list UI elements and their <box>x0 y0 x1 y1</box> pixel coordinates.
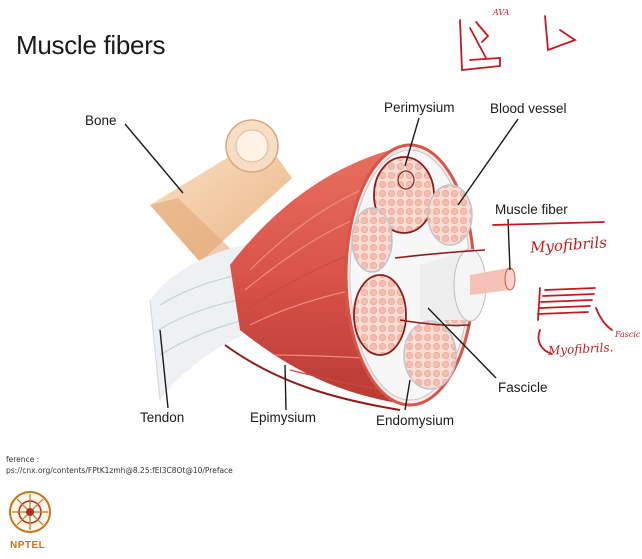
label-muscle-fiber: Muscle fiber <box>495 202 568 217</box>
handwritten-corner-note: AVA <box>493 8 509 17</box>
label-perimysium: Perimysium <box>384 100 455 115</box>
label-bone: Bone <box>85 113 117 128</box>
label-tendon: Tendon <box>140 410 184 425</box>
label-fascicle: Fascicle <box>498 380 548 395</box>
nptel-logo-text: NPTEL <box>10 540 45 551</box>
sketch-corner-2 <box>545 16 575 50</box>
reference-url[interactable]: ps://cnx.org/contents/FPtK1zmh@8.25:fEI3… <box>6 466 233 475</box>
muscle-cross-section <box>346 145 515 405</box>
handwritten-edge-note: Fascic <box>615 330 640 339</box>
myofibril-sketch <box>545 288 595 290</box>
label-blood-vessel: Blood vessel <box>490 101 567 116</box>
nptel-logo-icon <box>10 492 50 532</box>
underline-muscle-fiber <box>493 222 604 225</box>
label-endomysium: Endomysium <box>376 413 454 428</box>
reference-heading: ference : <box>6 455 39 464</box>
label-epimysium: Epimysium <box>250 410 316 425</box>
